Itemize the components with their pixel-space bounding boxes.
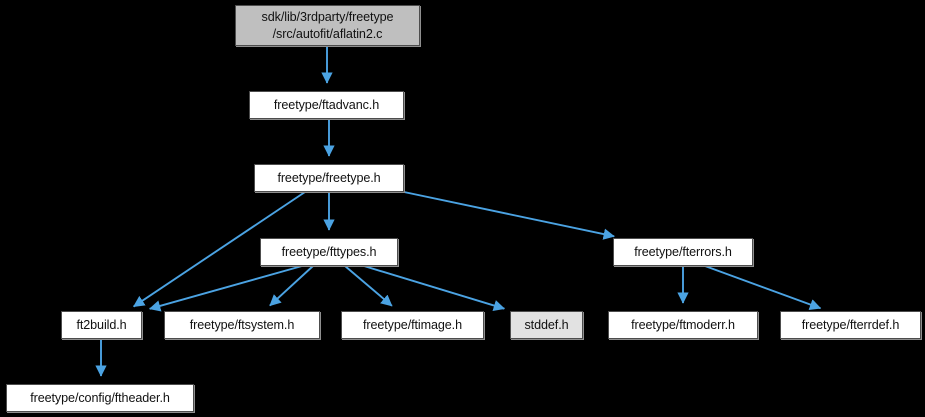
graph-edge-fttypes-to-ftsystem xyxy=(269,265,314,307)
graph-node-label-ftadvanc: freetype/ftadvanc.h xyxy=(273,97,380,112)
graph-node-label-ftheader: freetype/config/ftheader.h xyxy=(30,390,170,405)
graph-edge-freetype-to-ft2build xyxy=(133,191,306,308)
graph-node-ftmoderr[interactable]: freetype/ftmoderr.h xyxy=(608,311,758,339)
graph-node-label-ftsystem: freetype/ftsystem.h xyxy=(189,317,295,332)
graph-node-ftimage[interactable]: freetype/ftimage.h xyxy=(341,311,484,339)
graph-edge-fttypes-to-stddef xyxy=(363,265,506,312)
graph-edge-freetype-to-fterrors xyxy=(403,191,615,240)
graph-edge-fttypes-to-ftimage xyxy=(344,265,393,307)
graph-node-label-fttypes: freetype/fttypes.h xyxy=(281,244,377,259)
graph-edge-fttypes-to-ft2build xyxy=(148,265,303,312)
graph-node-label-fterrdef: freetype/fterrdef.h xyxy=(801,317,900,332)
graph-node-label-ftimage: freetype/ftimage.h xyxy=(362,317,462,332)
graph-node-fttypes[interactable]: freetype/fttypes.h xyxy=(260,238,398,266)
graph-node-label-ft2build: ft2build.h xyxy=(76,317,127,332)
graph-node-fterrdef[interactable]: freetype/fterrdef.h xyxy=(780,311,921,339)
graph-node-label-root: sdk/lib/3rdparty/freetype /src/autofit/a… xyxy=(261,10,394,41)
graph-node-ftsystem[interactable]: freetype/ftsystem.h xyxy=(164,311,320,339)
graph-node-root[interactable]: sdk/lib/3rdparty/freetype /src/autofit/a… xyxy=(235,5,420,46)
graph-node-ft2build[interactable]: ft2build.h xyxy=(61,311,142,339)
graph-node-label-ftmoderr: freetype/ftmoderr.h xyxy=(631,317,735,332)
graph-edge-fterrors-to-fterrdef xyxy=(704,265,822,310)
graph-node-label-fterrors: freetype/fterrors.h xyxy=(634,244,732,259)
graph-node-ftheader[interactable]: freetype/config/ftheader.h xyxy=(6,384,194,412)
graph-node-freetype[interactable]: freetype/freetype.h xyxy=(254,164,404,192)
graph-node-fterrors[interactable]: freetype/fterrors.h xyxy=(613,238,753,266)
graph-node-stddef[interactable]: stddef.h xyxy=(510,311,583,339)
graph-node-label-freetype: freetype/freetype.h xyxy=(277,170,381,185)
graph-node-label-stddef: stddef.h xyxy=(524,317,569,332)
graph-node-ftadvanc[interactable]: freetype/ftadvanc.h xyxy=(249,91,404,119)
